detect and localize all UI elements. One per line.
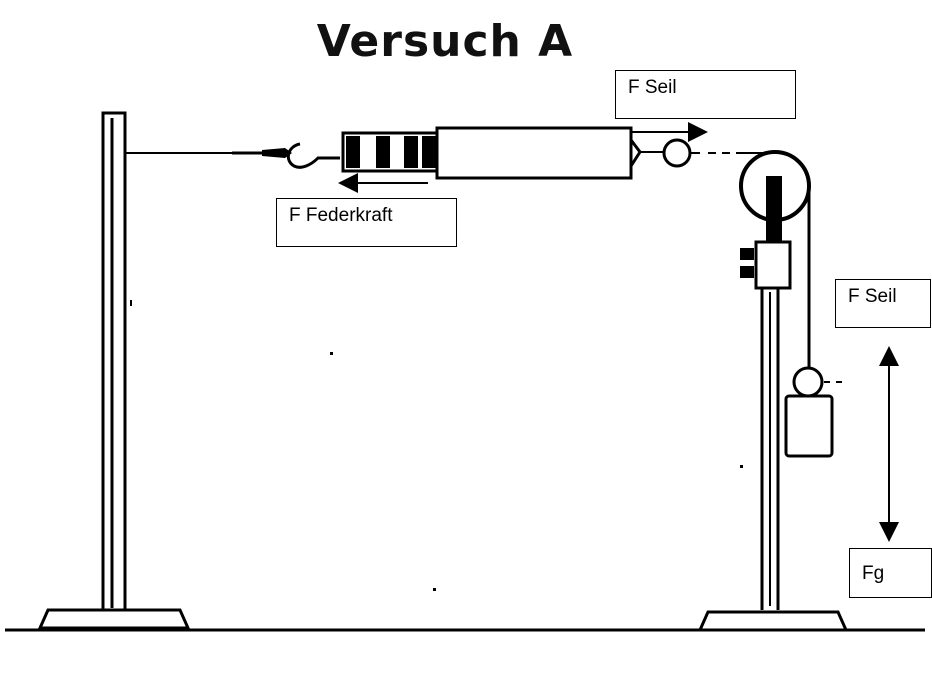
hook [262, 142, 340, 169]
left-stand [37, 111, 191, 630]
label-f-seil-right: F Seil [835, 279, 931, 328]
scan-specks [130, 300, 743, 591]
label-fg: Fg [849, 548, 932, 598]
label-f-seil-top: F Seil [615, 70, 796, 119]
spring-scale [341, 126, 692, 180]
hanging-weight [784, 366, 848, 458]
diagram-title: Versuch A [316, 16, 574, 67]
right-stand [697, 150, 849, 632]
label-f-federkraft: F Federkraft [276, 198, 457, 247]
